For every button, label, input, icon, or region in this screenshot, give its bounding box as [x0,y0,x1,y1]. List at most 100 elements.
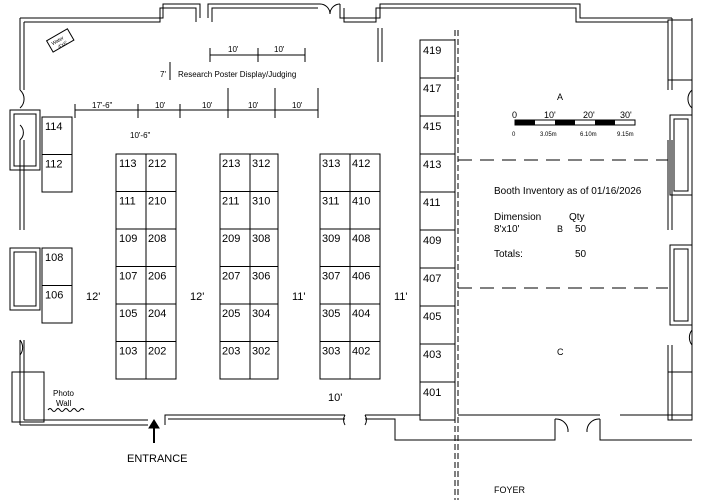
booth-number-406: 406 [352,271,370,283]
booth-number-111: 111 [119,196,136,208]
booth-404[interactable] [349,303,381,342]
booth-419[interactable] [419,39,456,79]
booth-403[interactable] [419,343,456,383]
booth-306[interactable] [249,266,279,305]
booth-number-105: 105 [119,308,137,320]
inventory-totals-value: 50 [575,249,587,260]
scale-bottom-9m: 9.15m [617,132,634,138]
inventory-dimension-header: Dimension [494,212,541,223]
section-b-label: B [557,224,563,234]
entrance-label: ENTRANCE [127,453,188,465]
booth-208[interactable] [145,228,177,267]
booth-303[interactable] [319,341,351,380]
aisle-width-1: 12' [86,291,100,303]
inventory-qty-value: 50 [575,224,587,235]
booth-411[interactable] [419,191,456,231]
section-c-label: C [557,347,564,357]
aisle-width-bottom: 10' [328,392,342,404]
booth-305[interactable] [319,303,351,342]
booth-312[interactable] [249,153,279,192]
inventory-title: Booth Inventory as of 01/16/2026 [494,186,642,197]
booth-number-402: 402 [352,346,370,358]
booth-number-103: 103 [119,346,137,358]
booth-417[interactable] [419,77,456,117]
booth-213[interactable] [219,153,251,192]
booth-103[interactable] [115,341,147,380]
booth-308[interactable] [249,228,279,267]
dim-poster-upper-1: 10' [228,45,239,54]
booth-406[interactable] [349,266,381,305]
aisle-width-4: 11' [394,291,408,303]
booth-111[interactable] [115,191,147,230]
booth-401[interactable] [419,381,456,421]
booth-409[interactable] [419,229,456,269]
scale-bottom-3m: 3.05m [540,132,557,138]
research-area-label: Research Poster Display/Judging [178,70,296,79]
inventory-qty-header: Qty [569,212,585,223]
booth-307[interactable] [319,266,351,305]
booth-number-312: 312 [252,158,270,170]
booth-402[interactable] [349,341,381,380]
scale-bar: 0 10' 20' 30' 0 3.05m 6.10m 9.15m [512,110,636,138]
booth-number-404: 404 [352,308,370,320]
booth-number-208: 208 [148,233,166,245]
dim-poster-lower-2: 10' [202,101,213,110]
booth-number-107: 107 [119,271,137,283]
inventory-totals-label: Totals: [494,249,523,260]
booth-204[interactable] [145,303,177,342]
dim-17-6: 17'-6" [92,101,113,110]
photo-wall-label-2: Wall [56,399,71,408]
booth-number-311: 311 [322,196,340,208]
booth-407[interactable] [419,267,456,307]
booth-211[interactable] [219,191,251,230]
booth-304[interactable] [249,303,279,342]
booth-206[interactable] [145,266,177,305]
dim-poster-lower-3: 10' [248,101,259,110]
booth-number-205: 205 [222,308,240,320]
dim-poster-lower-1: 10' [155,101,166,110]
booth-grid: 1141121081061131111091071051032122102082… [41,39,456,421]
booth-number-209: 209 [222,233,240,245]
booth-210[interactable] [145,191,177,230]
poster-panels-lower [74,88,319,118]
water-station [45,28,75,53]
right-wall [671,18,693,420]
booth-number-308: 308 [252,233,270,245]
booth-202[interactable] [145,341,177,380]
booth-112[interactable] [41,154,73,193]
booth-number-419: 419 [423,45,441,57]
scale-top-10: 10' [544,110,556,120]
booth-107[interactable] [115,266,147,305]
booth-209[interactable] [219,228,251,267]
top-wall [20,3,672,19]
booth-302[interactable] [249,341,279,380]
booth-number-108: 108 [45,252,63,264]
booth-415[interactable] [419,115,456,155]
booth-number-410: 410 [352,196,370,208]
aisle-width-3: 11' [292,291,306,303]
dim-10-6: 10'-6" [130,131,151,140]
section-a-label: A [557,92,563,102]
booth-number-112: 112 [45,159,63,171]
booth-number-204: 204 [148,308,166,320]
foyer-label: FOYER [494,485,526,495]
bottom-wall [20,414,692,426]
dim-poster-lower-4: 10' [292,101,303,110]
booth-405[interactable] [419,305,456,345]
booth-number-309: 309 [322,233,340,245]
booth-413[interactable] [419,153,456,193]
booth-number-302: 302 [252,346,270,358]
scale-top-20: 20' [583,110,595,120]
booth-number-306: 306 [252,271,270,283]
booth-number-211: 211 [222,196,240,208]
booth-412[interactable] [349,153,381,192]
booth-number-413: 413 [423,159,441,171]
booth-106[interactable] [41,285,73,324]
booth-number-415: 415 [423,121,441,133]
